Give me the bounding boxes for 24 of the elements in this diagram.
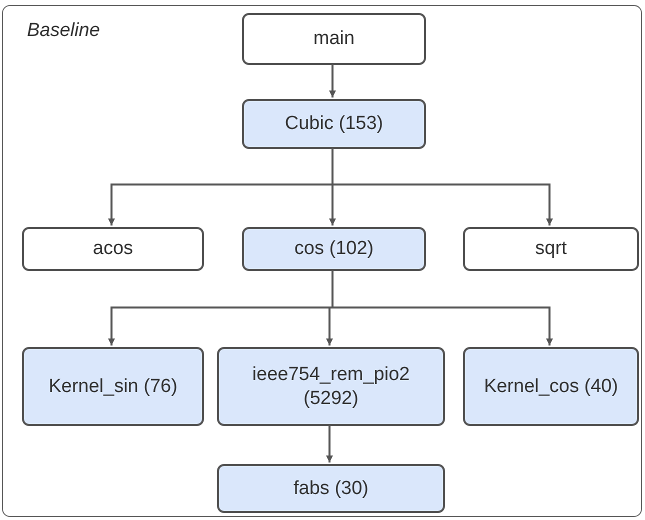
function-box [217,464,445,513]
function-box [242,13,426,65]
function-label: Kernel_sin (76) [48,374,178,398]
function-box [22,347,204,426]
function-label: fabs (30) [294,476,368,500]
function-label: Kernel_cos (40) [484,374,618,398]
function-box [22,227,204,271]
function-label: sqrt [535,237,567,261]
function-label: Cubic (153) [284,112,384,136]
function-label: cos (102) [294,237,374,261]
function-label: acos [92,237,134,261]
function-box [242,99,426,149]
function-box [217,347,445,426]
function-label: main [313,27,355,51]
function-label: ieee754_rem_pio2 (5292) [251,362,411,410]
function-box [463,347,639,426]
arrow [329,64,336,98]
function-box [242,227,426,271]
arrow [326,424,333,462]
function-box [463,227,639,271]
group-title: Baseline [27,20,100,42]
arrow [332,148,553,226]
arrow [332,270,553,346]
group-frame [2,5,642,517]
